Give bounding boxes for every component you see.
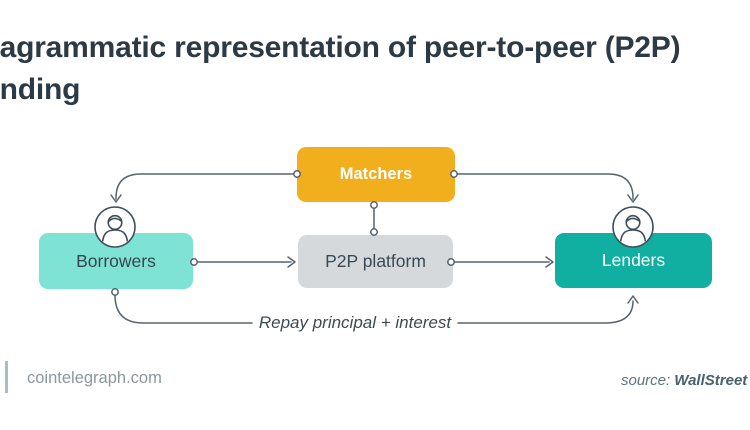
p2p-platform-node: P2P platform	[298, 235, 453, 288]
repay-edge-label: Repay principal + interest	[258, 313, 452, 332]
footer-divider-bar	[5, 361, 8, 393]
port-matchers-bottom	[370, 201, 378, 209]
arrowhead-down-borrowers	[110, 194, 122, 203]
arrow-repay-left	[114, 294, 253, 324]
source-name: WallStreet	[674, 372, 748, 389]
matchers-label: Matchers	[339, 165, 413, 183]
arrow-matchers-to-borrowers	[115, 173, 296, 200]
lenders-node: Lenders	[555, 233, 712, 288]
lenders-label: Lenders	[601, 250, 666, 270]
cointelegraph-watermark: cointelegraph.com	[27, 369, 162, 387]
arrow-matchers-to-lenders	[455, 173, 634, 200]
arrowhead-up-lenders	[627, 295, 639, 304]
source-credit: source:WallStreet	[621, 372, 747, 389]
arrowhead-right-lenders	[545, 256, 554, 268]
page-title-line2: lending	[0, 73, 81, 106]
arrowhead-down-lenders	[627, 194, 639, 203]
borrowers-node: Borrowers	[39, 233, 193, 289]
arrowhead-right-p2p	[287, 256, 296, 268]
arrow-repay-right	[457, 300, 634, 324]
p2p-platform-label: P2P platform	[325, 251, 426, 271]
source-prefix: source:	[621, 372, 671, 389]
page-title-line1: Diagrammatic representation of peer-to-p…	[0, 31, 681, 64]
matchers-node: Matchers	[297, 147, 455, 202]
port-borrowers-bottom	[111, 288, 119, 296]
borrowers-label: Borrowers	[76, 250, 156, 271]
